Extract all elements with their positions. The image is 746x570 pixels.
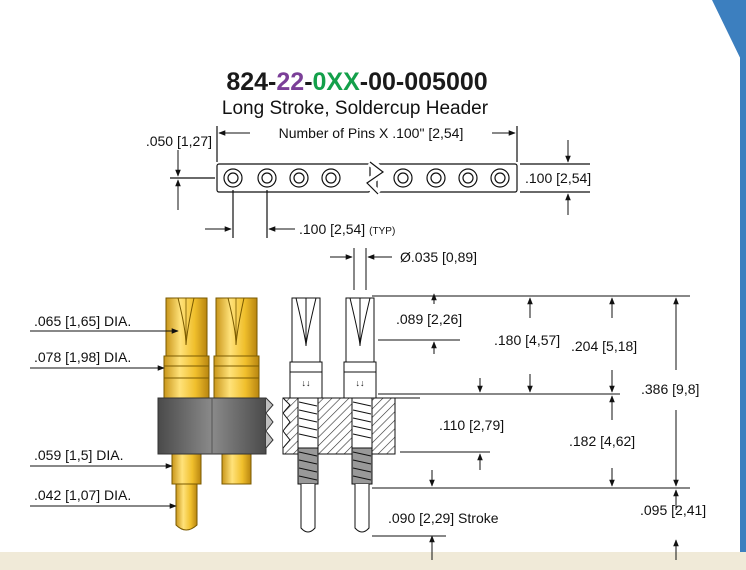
dim-089-label: .089 [2,26] — [396, 311, 462, 327]
row-offset-dim: .050 [1,27] — [146, 133, 212, 149]
stroke-label: .090 [2,29] Stroke — [388, 510, 499, 526]
dim-204-label: .204 [5,18] — [571, 338, 637, 354]
dim-182-label: .182 [4,62] — [569, 433, 635, 449]
dim-180-label: .180 [4,57] — [494, 332, 560, 348]
dia-078-label: .078 [1,98] DIA. — [34, 349, 131, 365]
insulator-body — [157, 397, 274, 455]
height-dim: .100 [2,54] — [525, 170, 591, 186]
break-mark — [360, 158, 390, 197]
length-dim: Number of Pins X .100" [2,54] — [279, 125, 464, 141]
leader-lines-left — [30, 328, 179, 509]
pin-circles — [223, 168, 510, 188]
pitch-dim: .100 [2,54](TYP) — [299, 221, 395, 237]
dia-065-label: .065 [1,65] DIA. — [34, 313, 131, 329]
dimension-lines-right — [330, 248, 690, 560]
top-view — [170, 126, 590, 238]
svg-text:↓↓: ↓↓ — [302, 378, 311, 388]
hole-dia-label: Ø.035 [0,89] — [400, 249, 477, 265]
dim-110-label: .110 [2,79] — [439, 417, 504, 433]
subtitle: Long Stroke, Soldercup Header — [222, 98, 489, 119]
dia-042-label: .042 [1,07] DIA. — [34, 487, 131, 503]
top-dimension-lines — [175, 130, 571, 232]
dim-095-label: .095 [2,41] — [640, 502, 706, 518]
part-number-title: 824-22-0XX-00-005000 — [226, 68, 487, 96]
section-view: ↓↓ ↓↓ — [282, 297, 396, 533]
dim-386-label: .386 [9,8] — [641, 381, 699, 397]
gold-pin-right — [213, 297, 260, 485]
gold-pin-left — [163, 297, 210, 531]
dia-059-label: .059 [1,5] DIA. — [34, 447, 124, 463]
svg-text:↓↓: ↓↓ — [356, 378, 365, 388]
